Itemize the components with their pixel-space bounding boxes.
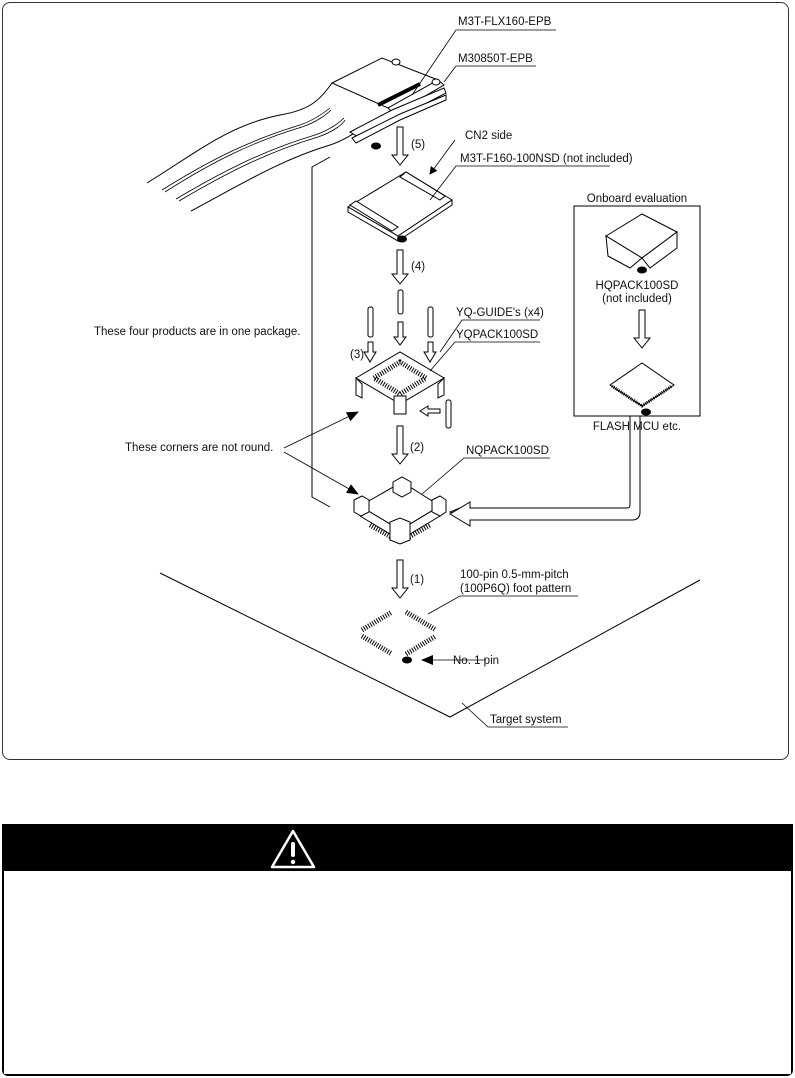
yq-guide-pins: (3) [350,289,452,429]
nqpack100sd [353,476,447,545]
emulation-probe-assembly [330,57,447,150]
arrow-step-4: (4) [390,249,425,285]
step-2-label: (2) [410,442,424,454]
arrow-step-5: (5) [390,126,425,166]
label-package-note: These four products are in one package. [94,326,301,338]
step-1-label: (1) [410,574,424,586]
figure-frame [2,2,789,760]
label-nqpack100sd: NQPACK100SD [466,445,549,457]
warning-body [4,871,791,1074]
label-corners-note: These corners are not round. [125,442,273,454]
step-5-label: (5) [411,139,425,151]
label-hqpack-not-included: (not included) [602,293,672,305]
foot-pattern [360,609,438,664]
label-yqpack100sd: YQPACK100SD [456,329,538,341]
label-m3t-flx160-epb: M3T-FLX160-EPB [458,16,552,28]
flex-cable [146,82,356,212]
label-onboard-evaluation: Onboard evaluation [587,193,687,205]
onboard-evaluation-panel [448,205,701,527]
pin1-dot [402,656,412,664]
arrow-step-2: (2) [390,425,424,465]
label-m30850t-epb: M30850T-EPB [458,53,533,65]
label-m3t-f160-100nsd: M3T-F160-100NSD (not included) [460,153,633,165]
label-flash-mcu: FLASH MCU etc. [593,421,681,433]
warning-header [4,826,791,871]
label-foot-pattern-1: 100-pin 0.5-mm-pitch [460,569,569,581]
target-system-outline [159,572,701,718]
label-target-system: Target system [490,714,562,726]
leader-lines [283,29,610,728]
connection-diagram: (5) (4) (3) (2) [94,16,701,728]
label-no1-pin: No. 1 pin [453,655,499,667]
label-yq-guides: YQ-GUIDE's (x4) [456,307,544,319]
step-3-label: (3) [350,349,364,361]
warning-triangle-icon [270,829,316,869]
label-foot-pattern-2: (100P6Q) foot pattern [460,583,571,595]
pin1-marker-probe [371,142,381,150]
label-hqpack100sd: HQPACK100SD [596,280,679,292]
converter-board-f160 [347,171,453,243]
package-bracket [311,156,331,508]
arrow-step-1: (1) [390,559,424,599]
warning-box [2,824,793,1076]
yqpack100sd [355,351,445,415]
label-cn2-side: CN2 side [465,130,512,142]
step-4-label: (4) [411,261,425,273]
